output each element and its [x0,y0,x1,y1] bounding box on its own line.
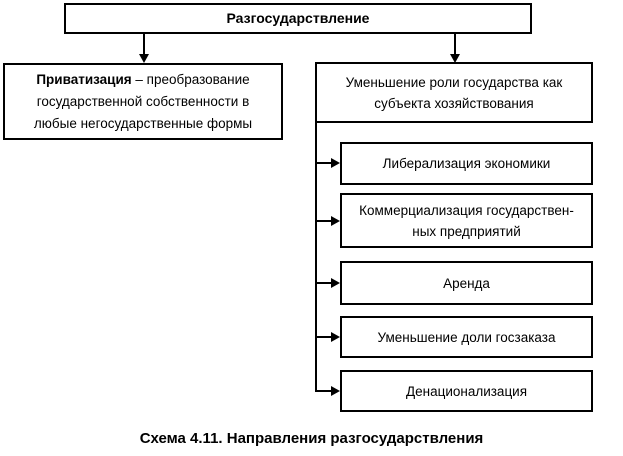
arrow-right-icon [331,278,340,288]
sub-box-denationalization: Денационализация [340,370,593,412]
connector-spine [315,123,317,392]
arrow-right-icon [331,216,340,226]
connector-root-to-right [454,34,456,55]
connector-branch [316,282,332,284]
arrow-down-icon [450,54,460,63]
privatization-text: Приватизация – преобразование государств… [15,69,271,135]
sub-box-label: Денационализация [405,383,528,399]
connector-branch [316,390,332,392]
privatization-term: Приватизация [36,71,132,87]
sub-box-liberalization: Либерализация экономики [340,142,593,185]
sub-box-label: Либерализация экономики [382,156,551,171]
connector-branch [316,220,332,222]
sub-box-label: Коммерциализация государствен- ных предп… [359,202,574,239]
sub-box-label: Уменьшение доли госзаказа [377,329,556,345]
privatization-box: Приватизация – преобразование государств… [3,63,283,140]
arrow-right-icon [331,386,340,396]
connector-root-to-left [143,34,145,55]
sub-box-label: Аренда [443,275,490,291]
sub-box-commercialization: Коммерциализация государствен- ных предп… [340,193,593,248]
arrow-right-icon [331,158,340,168]
connector-branch [316,162,332,164]
arrow-down-icon [139,54,149,63]
sub-box-lease: Аренда [340,261,593,305]
root-box-denationalization: Разгосударствление [64,3,532,34]
sub-box-state-order-reduction: Уменьшение доли госзаказа [340,316,593,358]
connector-branch [316,336,332,338]
state-role-reduction-box: Уменьшение роли государства как субъекта… [315,62,593,123]
state-role-reduction-label: Уменьшение роли государства как субъекта… [345,74,563,111]
root-box-label: Разгосударствление [226,10,370,26]
scheme-caption: Схема 4.11. Направления разгосударствлен… [139,430,484,447]
privatization-definition: – преобразование государственной собстве… [33,71,253,131]
arrow-right-icon [331,332,340,342]
